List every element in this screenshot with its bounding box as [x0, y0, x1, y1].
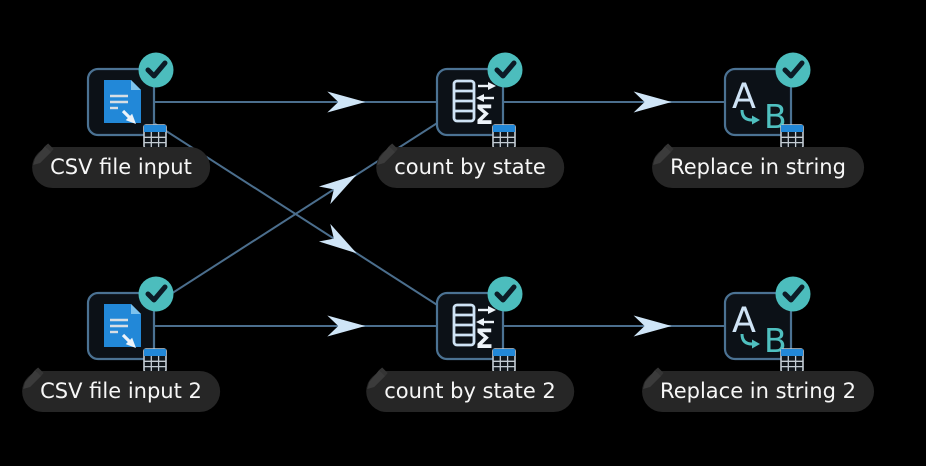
transform-label-csv1[interactable]: CSV file input [32, 143, 210, 188]
hop-csv1-count1[interactable] [121, 91, 470, 113]
hop-line[interactable] [120, 101, 471, 327]
transform-node-csv2[interactable] [86, 276, 174, 373]
hop-csv2-count1[interactable] [120, 101, 471, 327]
arrowhead-icon [318, 174, 357, 205]
csv-file-icon [104, 304, 141, 347]
csv-file-icon [104, 80, 141, 123]
arrowhead-icon [327, 315, 366, 337]
transform-label-repl1[interactable]: Replace in string [652, 143, 864, 188]
status-check-badge[interactable] [138, 52, 174, 88]
arrowhead-icon [327, 91, 366, 113]
transform-label-count1[interactable]: count by state [376, 143, 564, 188]
status-check-badge[interactable] [138, 276, 174, 312]
arrowhead-icon [318, 223, 357, 254]
group-by-icon: Σ [452, 79, 496, 131]
sigma-glyph: Σ [475, 100, 493, 131]
transform-label-repl2[interactable]: Replace in string 2 [642, 367, 874, 412]
transform-label-count2[interactable]: count by state 2 [366, 367, 574, 412]
sigma-glyph: Σ [475, 324, 493, 355]
status-check-badge[interactable] [487, 276, 523, 312]
transform-label-text: Replace in string [670, 155, 846, 179]
data-grid-icon[interactable] [492, 348, 516, 373]
data-grid-icon[interactable] [780, 124, 804, 149]
transform-label-text: count by state [394, 155, 546, 179]
data-grid-icon[interactable] [143, 348, 167, 373]
hop-count2-repl2[interactable] [470, 315, 758, 337]
transform-node-csv1[interactable] [86, 52, 174, 149]
arrowhead-icon [633, 315, 672, 337]
letter-a-glyph: A [732, 77, 756, 117]
status-check-badge[interactable] [775, 52, 811, 88]
arrow-down-right-icon [121, 109, 136, 124]
node-body[interactable] [723, 67, 793, 137]
data-grid-icon[interactable] [143, 124, 167, 149]
data-grid-icon[interactable] [492, 124, 516, 149]
transform-node-count2[interactable]: Σ [435, 276, 523, 373]
transform-label-text: CSV file input 2 [40, 379, 202, 403]
node-body[interactable] [723, 291, 793, 361]
transform-label-text: Replace in string 2 [660, 379, 856, 403]
hop-count1-repl1[interactable] [470, 91, 758, 113]
transform-label-csv2[interactable]: CSV file input 2 [22, 367, 220, 412]
transform-label-text: count by state 2 [384, 379, 556, 403]
status-check-badge[interactable] [487, 52, 523, 88]
letter-a-glyph: A [732, 301, 756, 341]
transform-node-count1[interactable]: Σ [435, 52, 523, 149]
group-by-icon: Σ [452, 303, 496, 355]
arrowhead-icon [633, 91, 672, 113]
status-check-badge[interactable] [775, 276, 811, 312]
arrow-down-right-icon [121, 333, 136, 348]
data-grid-icon[interactable] [780, 348, 804, 373]
hop-csv2-count2[interactable] [121, 315, 470, 337]
transform-label-text: CSV file input [50, 155, 192, 179]
